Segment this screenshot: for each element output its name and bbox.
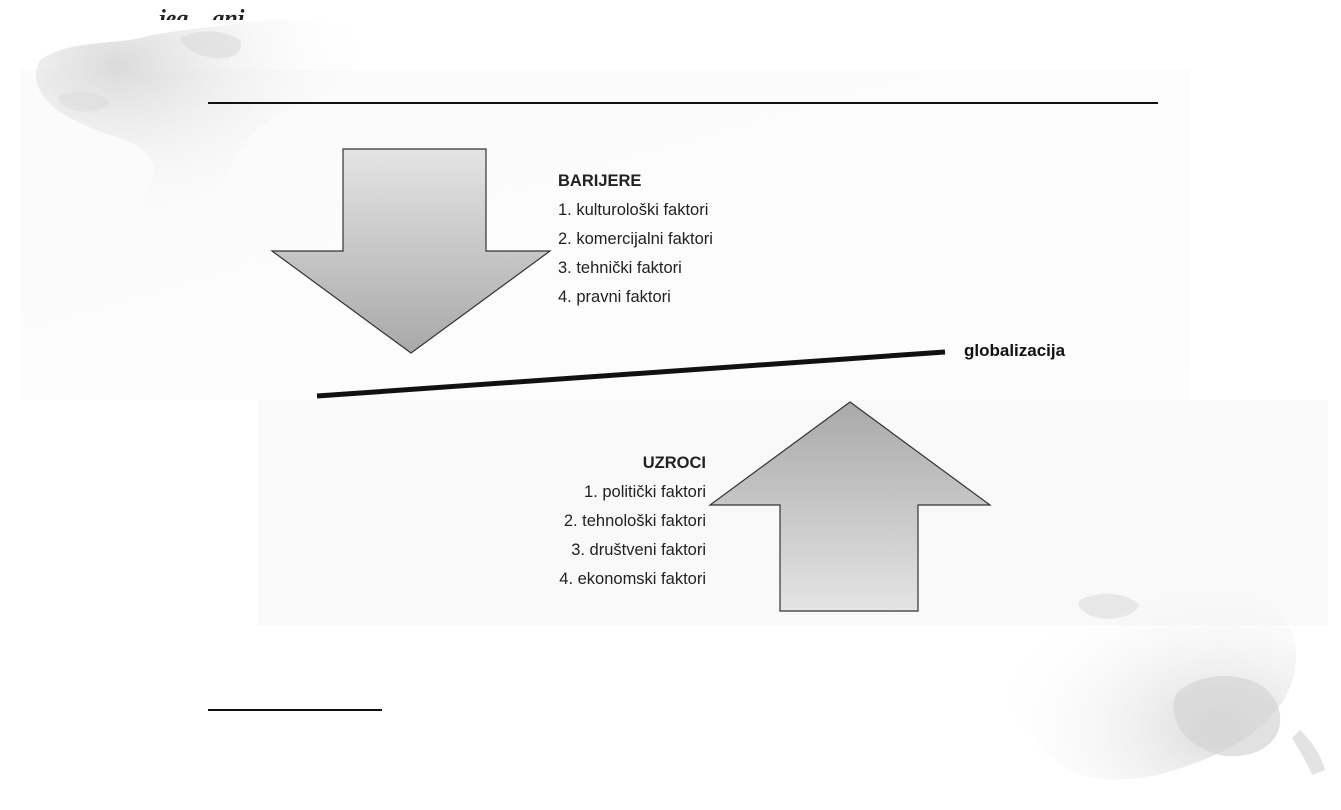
barriers-item: 3. tehnički faktori xyxy=(558,259,682,277)
world-map-top-left-decoration xyxy=(35,20,365,240)
barriers-heading: BARIJERE xyxy=(558,172,642,190)
causes-item: 2. tehnološki faktori xyxy=(563,512,706,530)
top-title-fragment: …jeg…anj… xyxy=(135,6,269,20)
barriers-item: 4. pravni faktori xyxy=(558,288,671,306)
barriers-item: 1. kulturološki faktori xyxy=(558,201,709,219)
causes-heading: UZROCI xyxy=(642,454,706,472)
causes-list: UZROCI 1. politički faktori 2. tehnološk… xyxy=(470,449,706,594)
causes-up-arrow xyxy=(708,401,992,612)
causes-item: 4. ekonomski faktori xyxy=(559,570,706,588)
barriers-item: 2. komercijalni faktori xyxy=(558,230,713,248)
world-map-bottom-right-decoration xyxy=(996,572,1325,780)
causes-item: 3. društveni faktori xyxy=(571,541,706,559)
barriers-down-arrow xyxy=(270,148,552,354)
causes-item: 1. politički faktori xyxy=(584,483,706,501)
globalization-label: globalizacija xyxy=(964,341,1066,360)
barriers-list: BARIJERE 1. kulturološki faktori 2. kome… xyxy=(558,167,713,312)
globalization-line xyxy=(316,349,946,399)
